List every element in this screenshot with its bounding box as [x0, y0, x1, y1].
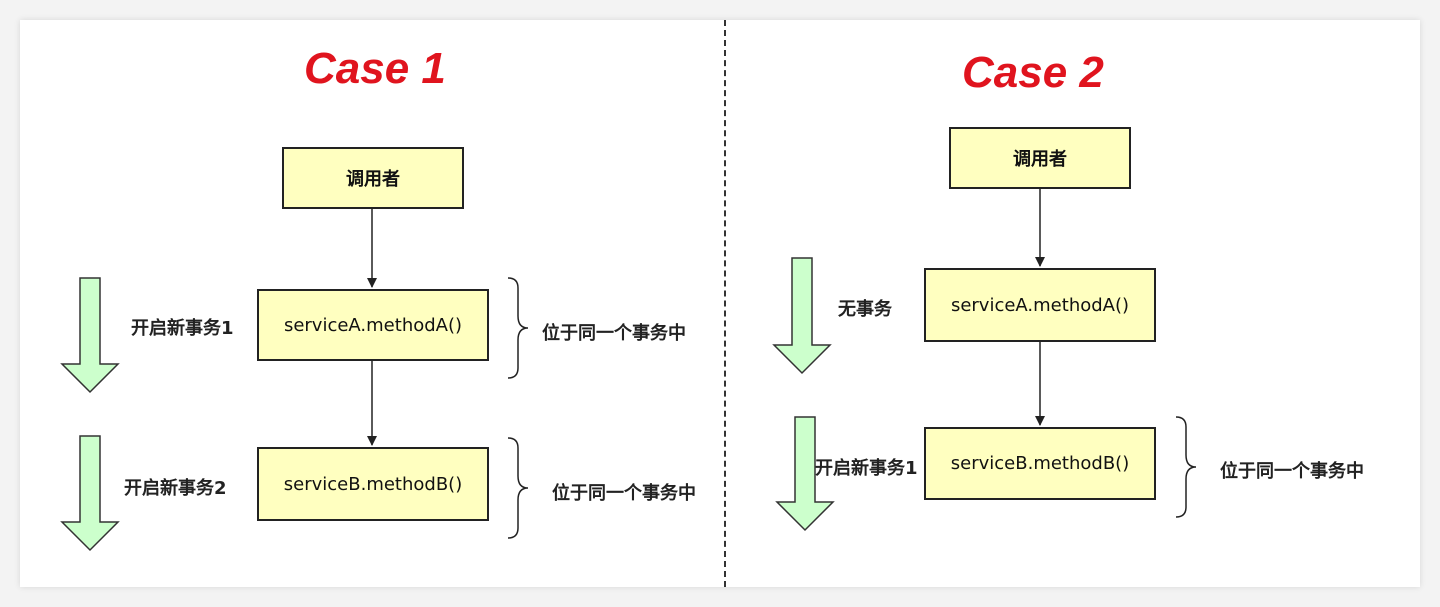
case1-tx-label-2: 开启新事务2	[124, 478, 227, 499]
case1-method-b-label: serviceB.methodB()	[283, 473, 463, 495]
right-brace-icon	[507, 437, 529, 539]
case2-method-a-label: serviceA.methodA()	[950, 294, 1130, 316]
case2-caller-box: 调用者	[949, 127, 1131, 189]
down-arrow-icon	[772, 257, 832, 375]
case2-brace-label: 位于同一个事务中	[1220, 461, 1364, 482]
right-brace-icon	[1175, 416, 1197, 518]
down-arrow-icon	[775, 416, 835, 532]
case2-method-b-label: serviceB.methodB()	[950, 453, 1130, 474]
case1-brace-label-2: 位于同一个事务中	[552, 483, 696, 504]
case2-method-b-box: serviceB.methodB()	[924, 427, 1156, 500]
case1-caller-label: 调用者	[346, 169, 400, 190]
case2-caller-label: 调用者	[1013, 149, 1067, 170]
down-arrow-icon	[60, 435, 120, 552]
right-brace-icon	[507, 277, 529, 379]
case-divider	[724, 20, 726, 587]
case1-tx-label-1: 开启新事务1	[131, 318, 234, 339]
case2-tx-label-1: 无事务	[838, 299, 892, 320]
down-arrow-icon	[60, 277, 120, 394]
case1-method-a-box: serviceA.methodA()	[257, 289, 489, 361]
case1-brace-label-1: 位于同一个事务中	[542, 323, 686, 344]
case1-method-a-label: serviceA.methodA()	[283, 314, 463, 336]
case1-method-b-box: serviceB.methodB()	[257, 447, 489, 521]
case2-title: Case 2	[962, 48, 1104, 97]
case1-title: Case 1	[304, 44, 446, 93]
case2-method-a-box: serviceA.methodA()	[924, 268, 1156, 342]
case1-caller-box: 调用者	[282, 147, 464, 209]
case2-tx-label-2: 开启新事务1	[815, 458, 918, 479]
